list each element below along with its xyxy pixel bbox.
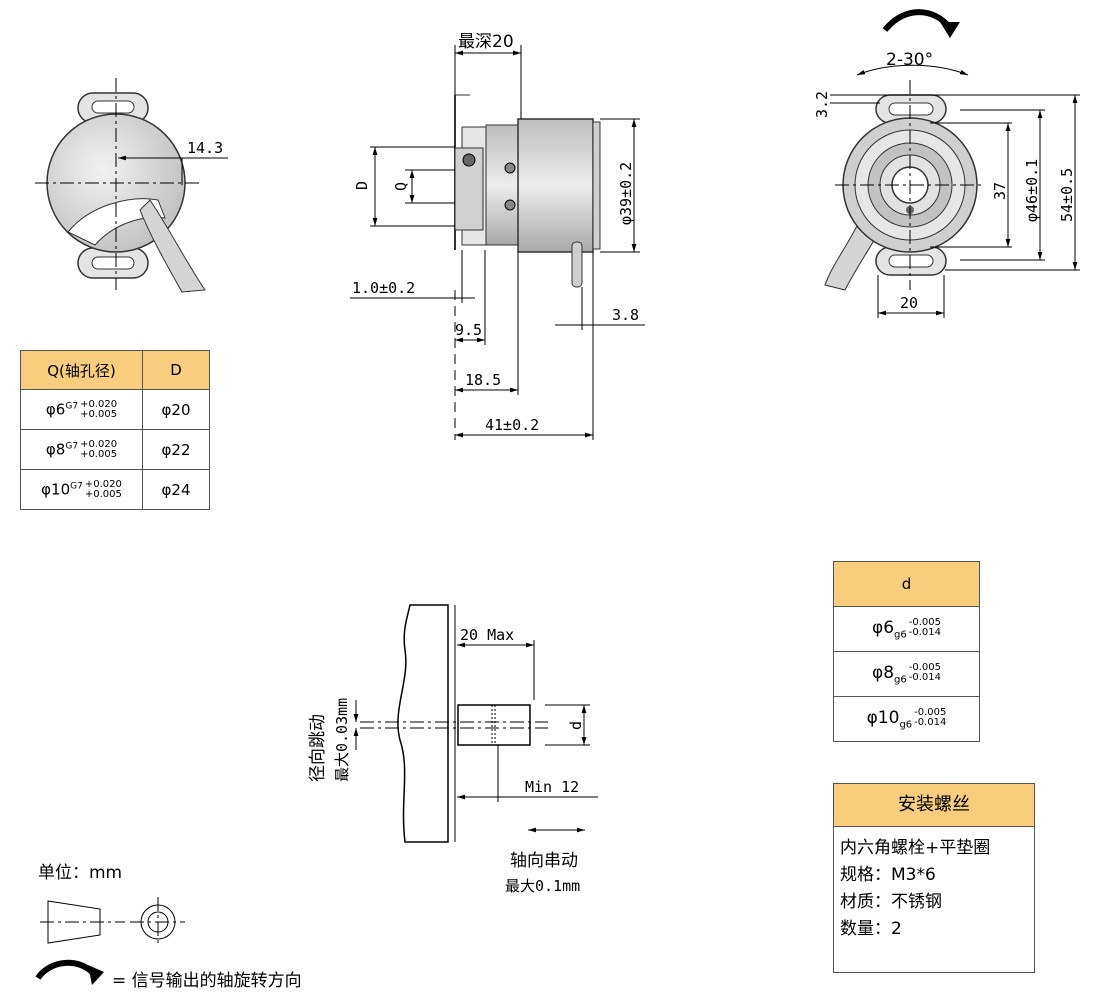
legend: 单位：mm = 信号输出的轴旋转方向	[35, 863, 302, 991]
dim-max-depth: 最深20	[458, 32, 514, 52]
dim-41: 41±0.2	[485, 416, 539, 434]
dim-d-upper: D	[353, 181, 371, 190]
dim-min-12: Min 12	[525, 778, 579, 796]
cell-tolerance: -0.005-0.014	[908, 661, 941, 683]
dim-q: Q	[392, 182, 410, 191]
screw-type: 内六角螺栓+平垫圈	[840, 838, 991, 858]
table-row: φ10G7+0.020+0.005 φ24	[20, 469, 210, 510]
dim-d-lower: d	[567, 721, 585, 730]
dim-dia39: φ39±0.2	[617, 162, 635, 225]
table-shaft-d-header: d	[833, 561, 980, 607]
table-q-d: Q(轴孔径) D φ6G7+0.020+0.005 φ20 φ8G7+0.020…	[20, 350, 210, 510]
dim-54: 54±0.5	[1058, 168, 1076, 222]
cell-fit: G7	[65, 441, 79, 451]
cell-d: φ24	[142, 469, 210, 510]
table-row: φ10g6-0.005-0.014	[833, 696, 980, 742]
label-axial-play: 轴向串动	[510, 851, 578, 871]
side-view: 最深20 D Q φ39±0.2 1.0±0.2 9.5 18.5 41±0.2…	[350, 32, 645, 440]
cell-tolerance: +0.020+0.005	[80, 398, 118, 420]
cell-d: φ22	[142, 429, 210, 470]
front-view: 2-30° 3.2 37 φ46±0.1 54±0.5 20	[813, 9, 1080, 318]
cell-q: φ6	[45, 400, 66, 418]
cell-fit: g6	[899, 719, 913, 731]
cell-fit: G7	[70, 481, 83, 491]
table-q-d-header-d: D	[142, 350, 210, 390]
cell-tolerance: +0.020+0.005	[84, 478, 122, 500]
dim-20-max: 20 Max	[460, 626, 514, 644]
cell-d: φ20	[142, 389, 210, 430]
screw-spec: 规格：M3*6	[840, 865, 936, 885]
dim-14-3: 14.3	[187, 139, 223, 157]
label-axial-play-max: 最大0.1mm	[505, 877, 580, 895]
dim-angle: 2-30°	[886, 50, 933, 70]
table-mounting-screw-header: 安装螺丝	[834, 784, 1034, 827]
dim-3-8: 3.8	[612, 306, 639, 324]
rotation-direction-icon	[35, 959, 95, 980]
shaft-detail: 20 Max d 径向跳动 最大0.03mm Min 12 轴向串动 最大0.1…	[308, 604, 598, 895]
table-row: φ6G7+0.020+0.005 φ20	[20, 389, 210, 430]
cell-dia: φ10	[866, 707, 900, 728]
cell-dia: φ8	[872, 662, 895, 683]
label-radial-runout-max: 最大0.03mm	[333, 698, 351, 782]
screw-quantity: 数量：2	[840, 919, 902, 939]
dim-flange: 1.0±0.2	[352, 279, 415, 297]
dim-18-5: 18.5	[465, 371, 501, 389]
dim-20: 20	[900, 294, 918, 312]
unit-label: 单位：mm	[38, 863, 122, 883]
table-row: φ6g6-0.005-0.014	[833, 606, 980, 652]
dim-9-5: 9.5	[455, 321, 482, 339]
cell-dia: φ6	[872, 617, 895, 638]
table-row: φ8g6-0.005-0.014	[833, 651, 980, 697]
dim-37: 37	[991, 182, 1009, 200]
cell-fit: g6	[894, 629, 907, 641]
table-q-d-header-q: Q(轴孔径)	[20, 350, 143, 390]
dim-dia46: φ46±0.1	[1023, 159, 1041, 222]
legend-text: = 信号输出的轴旋转方向	[112, 971, 302, 991]
cell-fit: G7	[65, 401, 79, 411]
cell-tolerance: +0.020+0.005	[80, 438, 118, 460]
cell-tolerance: -0.005-0.014	[908, 616, 941, 638]
table-shaft-d: d φ6g6-0.005-0.014 φ8g6-0.005-0.014 φ10g…	[833, 561, 980, 742]
dim-3-2: 3.2	[813, 91, 831, 118]
cell-q: φ8	[45, 440, 66, 458]
rotation-arrow-icon	[940, 22, 960, 38]
cell-tolerance: -0.005-0.014	[914, 706, 947, 728]
screw-material: 材质：不锈钢	[840, 892, 942, 912]
label-radial-runout: 径向跳动	[308, 714, 328, 782]
table-mounting-screw: 安装螺丝 内六角螺栓+平垫圈 规格：M3*6 材质：不锈钢 数量：2	[833, 783, 1035, 973]
cell-q: φ10	[41, 480, 71, 498]
cell-fit: g6	[894, 674, 907, 686]
back-view: 14.3	[35, 78, 228, 293]
table-row: φ8G7+0.020+0.005 φ22	[20, 429, 210, 470]
